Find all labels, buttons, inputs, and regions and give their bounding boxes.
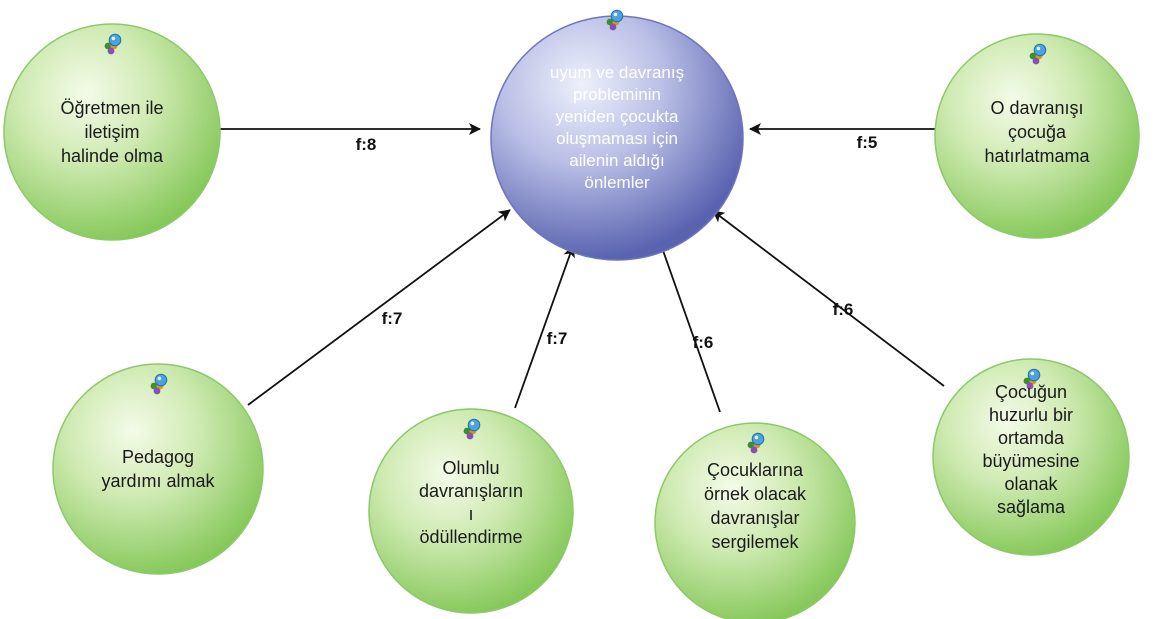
center-label-line: ailenin aldığı (569, 151, 664, 170)
node-circle (368, 408, 574, 614)
edge-arrow-ornek (658, 241, 721, 413)
node-ogretmen[interactable]: Öğretmen ile iletişim halinde olma (3, 23, 221, 241)
node-label-line: iletişim (84, 122, 139, 142)
node-label-line: Çocuğun (995, 382, 1067, 402)
center-label-line: yeniden çocukta (556, 107, 679, 126)
edge-label-ogretmen: f:8 (356, 135, 377, 154)
node-label-line: hatırlatmama (984, 146, 1090, 166)
node-label-line: Çocuklarına (707, 460, 804, 480)
node-label-line: halinde olma (61, 146, 164, 166)
edge-arrow-huzurlu (712, 210, 945, 387)
edge-label-pedagog: f:7 (382, 309, 403, 328)
node-label-line: büyümesine (982, 451, 1079, 471)
node-label-line: yardımı almak (101, 471, 215, 491)
node-label-line: O davranışı (990, 98, 1083, 118)
node-huzurlu[interactable]: Çocuğun huzurlu bir ortamda büyümesine olana… (932, 358, 1130, 556)
node-label-line: huzurlu bir (989, 405, 1073, 425)
center-node[interactable]: uyum ve davranış probleminin yeniden çocuk… (490, 9, 744, 261)
node-hatirlatmama[interactable]: O davranışı çocuğa hatırlatmama (934, 33, 1140, 239)
node-label-line: ı (468, 504, 473, 524)
nodes-layer: Öğretmen ile iletişim halinde olma O davran… (3, 23, 1140, 619)
node-label-line: çocuğa (1008, 122, 1067, 142)
node-label-line: Olumlu (442, 458, 499, 478)
node-label-line: ortamda (998, 428, 1065, 448)
edge-arrow-odullendirme (514, 245, 575, 409)
center-label-line: uyum ve davranış (550, 63, 684, 82)
center-layer: uyum ve davranış probleminin yeniden çocuk… (490, 9, 744, 261)
node-label-line: Pedagog (122, 447, 194, 467)
node-label-line: örnek olacak (704, 484, 807, 504)
node-label-line: davranışlar (710, 508, 799, 528)
node-circle (934, 33, 1140, 239)
node-circle (3, 23, 221, 241)
node-pedagog[interactable]: Pedagog yardımı almak (52, 363, 264, 575)
node-label-line: olanak (1004, 474, 1058, 494)
center-label-line: oluşmaması için (556, 129, 678, 148)
center-label-line: probleminin (573, 85, 661, 104)
edge-label-odullendirme: f:7 (547, 329, 568, 348)
node-label-line: Öğretmen ile (60, 98, 163, 118)
node-ornek[interactable]: Çocuklarına örnek olacak davranışlar sergil… (654, 422, 856, 619)
edge-label-huzurlu: f:6 (833, 300, 854, 319)
node-label-line: sergilemek (711, 532, 799, 552)
node-circle (932, 358, 1130, 556)
node-circle (52, 363, 264, 575)
edges-layer: f:8 f:5 f:7 f:7 f:6 f:6 (218, 123, 950, 413)
center-label-line: önlemler (584, 173, 650, 192)
node-label-line: sağlama (997, 497, 1066, 517)
edge-label-hatirlatmama: f:5 (857, 133, 878, 152)
node-circle (654, 422, 856, 619)
node-label-line: ödüllendirme (419, 527, 522, 547)
edge-arrow-pedagog (247, 209, 511, 406)
node-label-line: davranışların (419, 481, 523, 501)
node-odullendirme[interactable]: Olumlu davranışların ı ödüllendirme (368, 408, 574, 614)
edge-label-ornek: f:6 (693, 333, 714, 352)
